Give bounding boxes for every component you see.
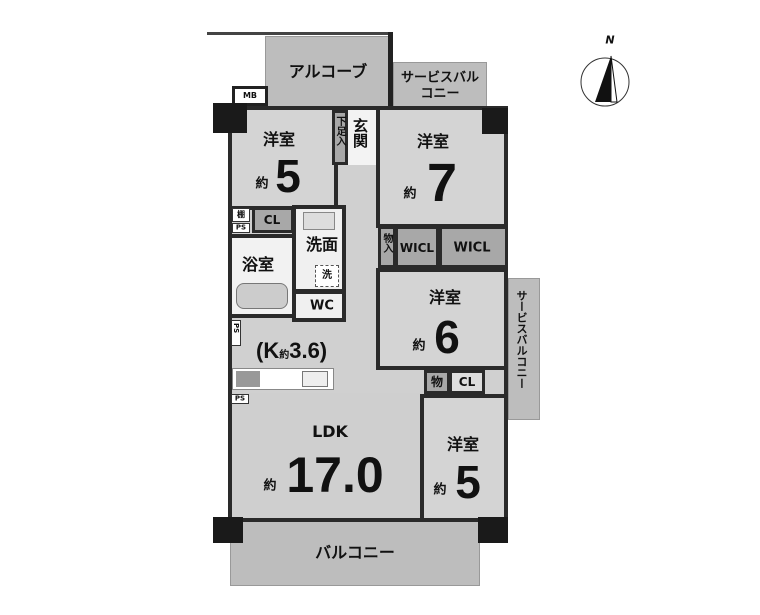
closet-2 [449, 370, 485, 394]
closet-label: CL [263, 213, 281, 227]
shelf [232, 208, 250, 222]
pillar [478, 517, 508, 543]
middle-room-size: 6 [434, 311, 460, 363]
wall [388, 32, 393, 112]
storage-label: 物入 [381, 233, 392, 253]
kitchen-sink-icon [302, 371, 328, 387]
wc-label: WC [310, 298, 334, 314]
mb-label: MB [242, 91, 258, 100]
washroom-label: 洗面 [305, 235, 339, 254]
ldk [232, 393, 422, 518]
entrance-label: 玄関 [351, 118, 369, 148]
approx-label: 約 [279, 350, 290, 361]
storage [378, 226, 396, 268]
service-balcony-top-label: サービスバルコニー [400, 70, 479, 101]
north-room-size: 7 [426, 153, 458, 213]
walk-in-closet-2 [439, 226, 508, 268]
bathroom-label: 浴室 [241, 255, 275, 274]
storage-2 [424, 370, 450, 394]
ldk-name: LDK [312, 422, 348, 441]
wicl-label: WICL [453, 240, 491, 256]
west-room-size: 5 [275, 150, 301, 202]
washer-space [315, 265, 339, 287]
entrance [348, 110, 376, 165]
pipe-space [232, 223, 250, 233]
wicl-label: WICL [399, 241, 435, 255]
balcony-label: バルコニー [315, 543, 395, 562]
shoe-storage-label: 下足入 [334, 116, 345, 146]
south-room [420, 394, 508, 522]
ps-label: PS [235, 223, 247, 232]
storage-2-label: 物 [430, 375, 444, 389]
sink-icon [303, 212, 335, 230]
pillar [482, 108, 508, 134]
ldk-size: 17.0 [286, 447, 384, 503]
ps-label: PS [232, 323, 240, 334]
ps-label: PS [234, 394, 246, 403]
closet-2-label: CL [458, 375, 476, 389]
pillar [213, 517, 243, 543]
kitchen-size: 3.6) [289, 338, 328, 363]
service-balcony-right [508, 278, 540, 420]
kitchen-label: (K約3.6) [256, 340, 327, 362]
approx-label: 約 [403, 186, 417, 202]
north-room-name: 洋室 [416, 132, 450, 151]
north-arrow-icon [580, 55, 630, 107]
walk-in-closet-1 [395, 226, 439, 268]
toilet [292, 290, 346, 322]
shelf-label: 棚 [237, 210, 245, 219]
approx-label: 約 [255, 176, 269, 192]
service-balcony-right-label: サービスバルコニー [515, 290, 528, 389]
middle-room [376, 268, 508, 370]
north-label: N [605, 33, 615, 47]
shoe-storage [332, 110, 348, 165]
approx-label: 約 [263, 478, 277, 494]
alcove-label: アルコーブ [288, 62, 368, 81]
kitchen-open: (K [256, 338, 280, 363]
pillar [213, 103, 247, 133]
south-room-size: 5 [455, 456, 481, 508]
south-room-name: 洋室 [446, 435, 480, 454]
alcove [265, 36, 391, 108]
approx-label: 約 [412, 338, 426, 354]
bathtub-icon [236, 283, 288, 309]
middle-room-name: 洋室 [428, 288, 462, 307]
pipe-space [231, 320, 241, 346]
approx-label: 約 [433, 482, 447, 498]
pipe-space [231, 394, 249, 404]
west-room-name: 洋室 [262, 130, 296, 149]
top-boundary-line [207, 32, 393, 35]
washer-label: 洗 [322, 270, 332, 281]
stove-icon [236, 371, 260, 387]
meter-box [232, 86, 268, 106]
